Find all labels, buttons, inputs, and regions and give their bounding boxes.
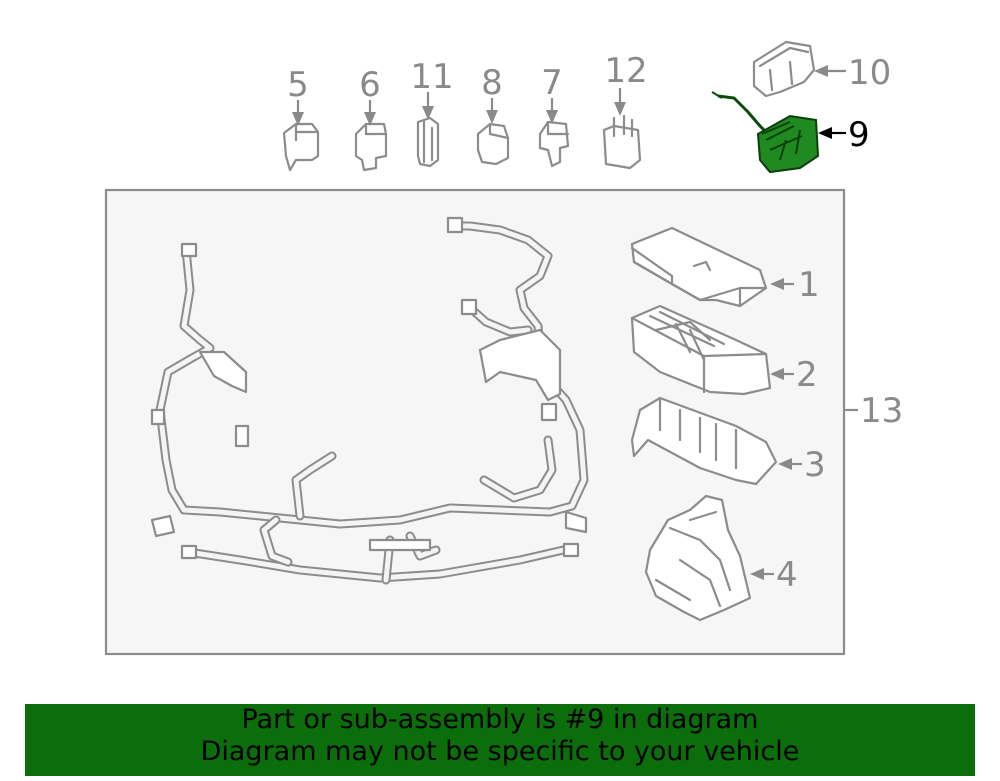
- leader-4: [750, 568, 774, 580]
- footer-line-2: Diagram may not be specific to your vehi…: [200, 736, 800, 767]
- callout-8[interactable]: 8: [481, 63, 503, 103]
- part-2-fuse-block[interactable]: [630, 304, 772, 396]
- callout-7[interactable]: 7: [541, 63, 563, 103]
- leader-12: [614, 88, 626, 116]
- callout-13[interactable]: 13: [860, 391, 903, 431]
- callout-3[interactable]: 3: [804, 445, 826, 485]
- part-4-bracket[interactable]: [644, 494, 752, 622]
- leader-10: [814, 65, 846, 77]
- callout-2[interactable]: 2: [796, 355, 818, 395]
- footer-line-1: Part or sub-assembly is #9 in diagram: [241, 704, 759, 735]
- part-1-lid[interactable]: [630, 226, 768, 308]
- leader-2: [770, 368, 794, 380]
- part-8-relay[interactable]: [476, 122, 510, 166]
- callout-5[interactable]: 5: [287, 65, 309, 105]
- callout-6[interactable]: 6: [359, 65, 381, 105]
- leader-5: [292, 100, 304, 126]
- leader-8: [486, 98, 498, 124]
- footer-banner: Part or sub-assembly is #9 in diagram Di…: [25, 704, 975, 776]
- leader-7: [546, 98, 558, 124]
- part-6-fuse[interactable]: [354, 122, 388, 172]
- part-5-fuse[interactable]: [282, 122, 320, 172]
- leader-6: [364, 100, 376, 126]
- leader-3: [778, 458, 802, 470]
- callout-9[interactable]: 9: [848, 115, 870, 155]
- part-9-fuse-block[interactable]: [711, 91, 820, 174]
- callout-11[interactable]: 11: [410, 57, 453, 97]
- part-10-cover[interactable]: [752, 40, 816, 98]
- callout-4[interactable]: 4: [776, 555, 798, 595]
- part-7-fuse[interactable]: [538, 120, 570, 168]
- callout-10[interactable]: 10: [848, 53, 891, 93]
- callout-12[interactable]: 12: [604, 51, 647, 91]
- part-11-diode[interactable]: [416, 116, 440, 168]
- callout-1[interactable]: 1: [798, 265, 820, 305]
- part-3-bracket[interactable]: [630, 396, 778, 486]
- part-12-relay[interactable]: [602, 114, 642, 170]
- parts-diagram: 5 6 11 8 7 12 10 9 1 2 13 3 4: [104, 40, 903, 656]
- leader-11: [422, 92, 434, 120]
- wiring-harness: [150, 216, 589, 585]
- leader-1: [770, 278, 794, 290]
- leader-9: [818, 127, 846, 139]
